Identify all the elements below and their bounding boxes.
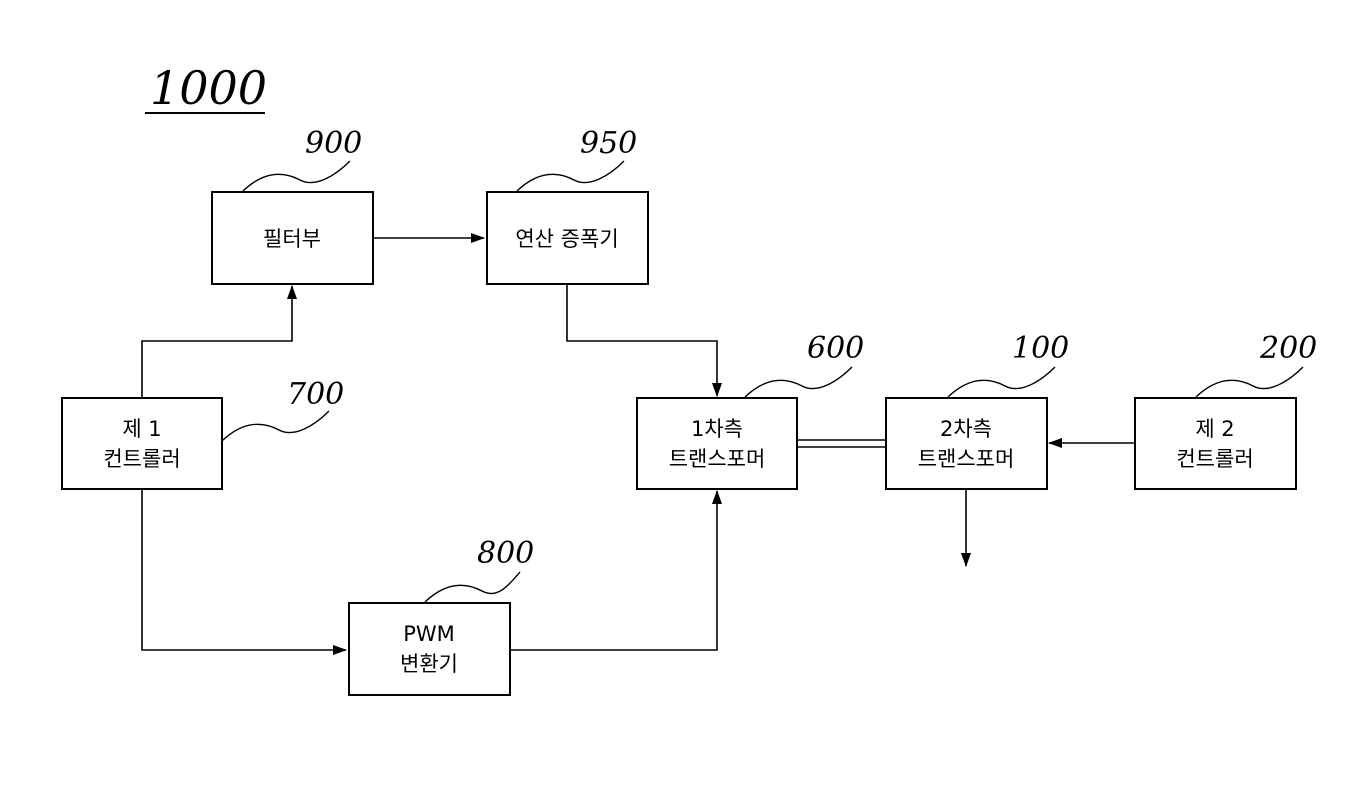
ref-filter: 900	[305, 126, 362, 161]
block-pwm-line2: 변환기	[400, 652, 458, 676]
wire-pwm-to-primary	[510, 491, 717, 650]
block-primary-line2: 트랜스포머	[669, 447, 766, 471]
ref-controller2: 200	[1259, 331, 1317, 366]
block-secondary-line2: 트랜스포머	[918, 447, 1015, 471]
wire-controller1-to-pwm	[142, 489, 346, 650]
block-controller1-line1: 제 1	[122, 417, 161, 441]
block-primary-transformer: 1차측 트랜스포머	[637, 398, 797, 489]
ref-primary: 600	[807, 331, 864, 366]
leader-secondary	[948, 367, 1055, 397]
block-pwm: PWM 변환기	[349, 603, 510, 695]
block-amplifier-label: 연산 증폭기	[515, 227, 618, 251]
block-filter-label: 필터부	[263, 227, 321, 251]
block-filter: 필터부	[212, 192, 373, 284]
ref-amplifier: 950	[580, 126, 637, 161]
block-controller2: 제 2 컨트롤러	[1135, 398, 1296, 489]
ref-controller1: 700	[287, 377, 344, 412]
block-controller1-line2: 컨트롤러	[103, 447, 180, 471]
leader-controller2	[1196, 367, 1303, 397]
wire-controller1-to-filter	[142, 286, 292, 398]
block-amplifier: 연산 증폭기	[487, 192, 648, 284]
ref-pwm: 800	[477, 536, 534, 571]
figure-number: 1000	[150, 61, 267, 115]
block-secondary-transformer: 2차측 트랜스포머	[886, 398, 1047, 489]
leader-pwm	[425, 572, 520, 602]
block-controller2-line2: 컨트롤러	[1176, 447, 1253, 471]
block-controller1: 제 1 컨트롤러	[62, 398, 222, 489]
wire-amplifier-to-primary	[567, 284, 717, 396]
leader-primary	[745, 367, 852, 397]
leader-filter	[243, 161, 350, 191]
leader-controller1	[222, 411, 329, 441]
leader-amplifier	[517, 161, 624, 191]
block-controller2-line1: 제 2	[1195, 417, 1234, 441]
ref-secondary: 100	[1012, 331, 1069, 366]
block-pwm-line1: PWM	[403, 622, 455, 646]
block-secondary-line1: 2차측	[940, 417, 992, 441]
block-primary-line1: 1차측	[691, 417, 743, 441]
